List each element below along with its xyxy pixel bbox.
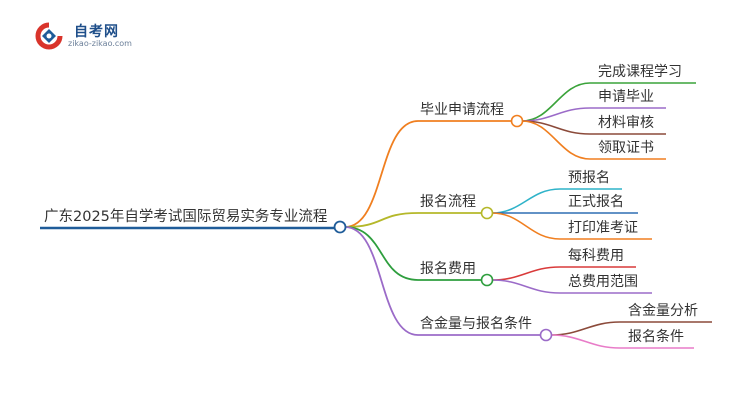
leaf-fee-per-subject[interactable]: 每科费用	[568, 248, 624, 264]
leaf-connector	[491, 279, 561, 294]
branch-node	[480, 273, 494, 287]
branch-graduation-process[interactable]: 毕业申请流程	[420, 102, 504, 118]
branch-connector	[344, 212, 419, 228]
site-logo[interactable]: 自考网 zikao-zikao.com	[34, 20, 144, 52]
logo-icon	[35, 22, 63, 50]
leaf-connector	[491, 212, 561, 240]
root-node	[333, 220, 347, 234]
leaf-material-review[interactable]: 材料审核	[598, 115, 654, 131]
leaf-connector	[521, 120, 591, 160]
leaf-connector	[550, 321, 621, 336]
branch-node	[510, 114, 524, 128]
leaf-value-analysis[interactable]: 含金量分析	[628, 303, 698, 319]
leaf-formal-registration[interactable]: 正式报名	[568, 194, 624, 210]
branch-registration-process[interactable]: 报名流程	[420, 194, 476, 210]
branch-connector	[344, 226, 419, 281]
branch-value-and-requirements[interactable]: 含金量与报名条件	[420, 316, 532, 332]
leaf-print-admission-ticket[interactable]: 打印准考证	[568, 220, 638, 236]
leaf-connector	[491, 188, 561, 214]
logo-title: 自考网	[74, 24, 119, 40]
leaf-connector	[491, 266, 561, 281]
branch-node	[539, 328, 553, 342]
branch-registration-fees[interactable]: 报名费用	[420, 261, 476, 277]
branch-connector	[344, 120, 419, 228]
root-topic[interactable]: 广东2025年自学考试国际贸易实务专业流程	[44, 209, 328, 225]
leaf-complete-courses[interactable]: 完成课程学习	[598, 64, 682, 80]
leaf-registration-requirements[interactable]: 报名条件	[628, 329, 684, 345]
leaf-receive-certificate[interactable]: 领取证书	[598, 140, 654, 156]
leaf-connector	[550, 334, 621, 349]
logo-url: zikao-zikao.com	[68, 39, 132, 48]
leaf-apply-graduation[interactable]: 申请毕业	[598, 89, 654, 105]
leaf-pre-registration[interactable]: 预报名	[568, 170, 610, 186]
branch-node	[480, 206, 494, 220]
branch-connector	[344, 226, 419, 336]
leaf-total-fee-range[interactable]: 总费用范围	[568, 274, 638, 290]
